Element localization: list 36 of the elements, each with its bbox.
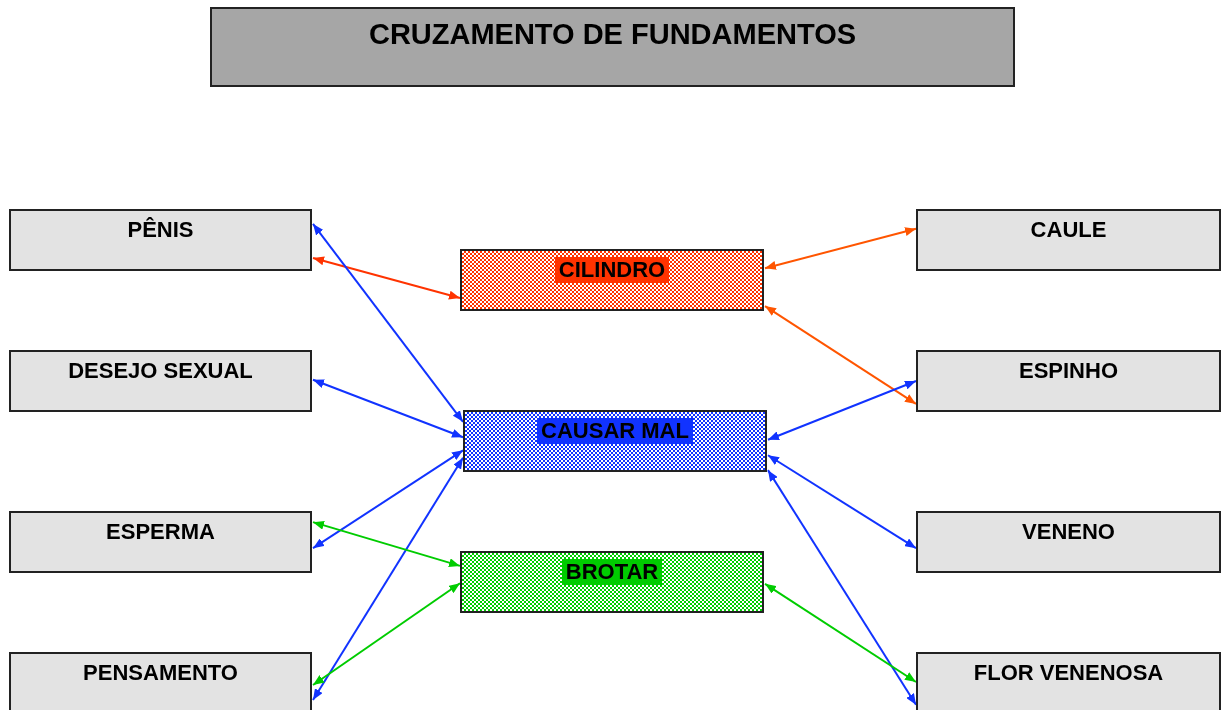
term-box [916,652,1221,710]
concept-box [463,410,767,472]
double-arrow [764,305,917,405]
double-arrow [312,582,461,686]
double-arrow [767,469,917,706]
box-label: PENSAMENTO [82,659,239,686]
box-label: VENENO [1021,518,1116,545]
box-label: BROTAR [561,559,663,585]
double-arrow [764,582,917,683]
term-box [9,511,312,573]
double-arrow [312,222,464,423]
box-label: CAULE [1029,216,1108,243]
box-label: FLOR VENENOSA [972,659,1165,686]
double-arrow [764,226,917,271]
box-label: PÊNIS [126,216,195,243]
box-label: ESPINHO [1018,357,1119,384]
double-arrow [312,256,461,300]
box-label: CAUSAR MAL [537,418,693,444]
double-arrow [767,380,917,441]
concept-box [460,249,764,311]
concept-box [460,551,764,613]
term-box [916,350,1221,412]
box-label: CILINDRO [554,257,670,283]
box-label: ESPERMA [105,518,216,545]
box-label: DESEJO SEXUAL [67,357,254,384]
term-box [916,209,1221,271]
term-box [9,209,312,271]
term-box [916,511,1221,573]
double-arrow [312,378,464,439]
title-banner: CRUZAMENTO DE FUNDAMENTOS [210,7,1015,87]
double-arrow [312,456,464,701]
term-box [9,652,312,710]
double-arrow [767,454,917,550]
double-arrow [312,520,461,568]
term-box [9,350,312,412]
double-arrow [312,449,464,550]
